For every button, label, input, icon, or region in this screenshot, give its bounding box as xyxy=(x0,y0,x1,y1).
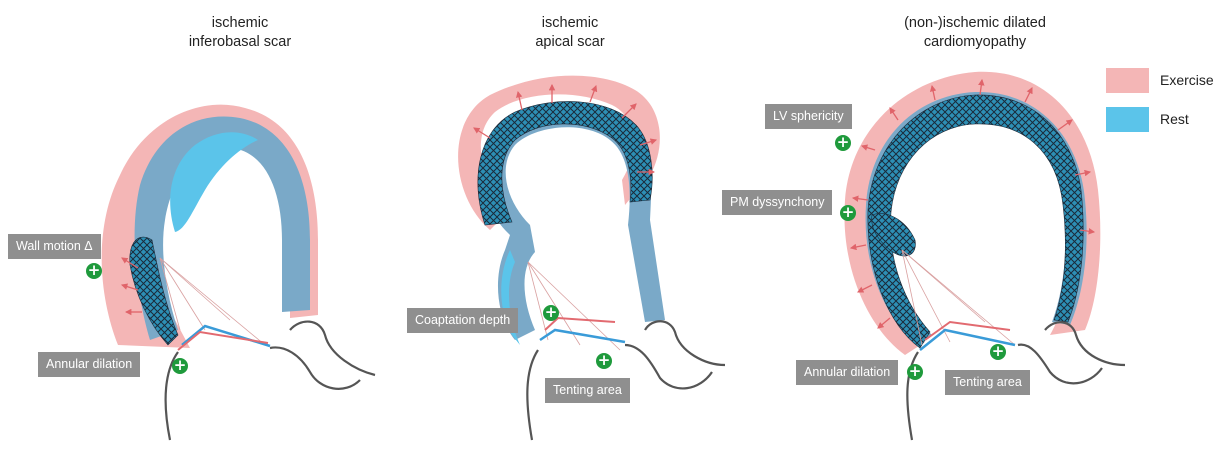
label-lv-sphericity: LV sphericity xyxy=(765,104,852,129)
legend-label-rest: Rest xyxy=(1160,111,1189,127)
plus-icon: + xyxy=(835,135,851,151)
label-annular-dilation-1: Annular dilation xyxy=(38,352,140,377)
plus-icon: + xyxy=(86,263,102,279)
label-pm-dyssynchony: PM dyssynchony xyxy=(722,190,832,215)
plus-icon: + xyxy=(840,205,856,221)
legend-swatch-rest xyxy=(1106,107,1149,132)
leaflet-exercise xyxy=(178,332,268,350)
panel-1-title: ischemic inferobasal scar xyxy=(140,14,340,52)
panel-2-title-line2: apical scar xyxy=(480,33,660,52)
legend-swatch-exercise xyxy=(1106,68,1149,93)
plus-icon: + xyxy=(990,344,1006,360)
panel-3-title-line1: (non-)ischemic dilated xyxy=(855,14,1095,33)
label-tenting-area-3: Tenting area xyxy=(945,370,1030,395)
label-tenting-area-2: Tenting area xyxy=(545,378,630,403)
label-wall-motion: Wall motion Δ xyxy=(8,234,101,259)
panel-3-title-line2: cardiomyopathy xyxy=(855,33,1095,52)
plus-icon: + xyxy=(596,353,612,369)
panel-1-title-line1: ischemic xyxy=(140,14,340,33)
annulus-outline-right xyxy=(625,321,725,388)
chordae xyxy=(902,250,1015,345)
label-annular-dilation-3: Annular dilation xyxy=(796,360,898,385)
annulus-outline-right xyxy=(270,322,375,389)
plus-icon: + xyxy=(907,364,923,380)
legend-label-exercise: Exercise xyxy=(1160,72,1214,88)
chordae xyxy=(528,262,620,350)
panel-3-title: (non-)ischemic dilated cardiomyopathy xyxy=(855,14,1095,52)
plus-icon: + xyxy=(543,305,559,321)
plus-icon: + xyxy=(172,358,188,374)
panel-2-title: ischemic apical scar xyxy=(480,14,660,52)
panel-inferobasal-scar xyxy=(102,105,375,440)
panel-1-title-line2: inferobasal scar xyxy=(140,33,340,52)
annulus-outline-left xyxy=(527,350,538,440)
panel-2-title-line1: ischemic xyxy=(480,14,660,33)
leaflet-rest xyxy=(540,330,625,342)
label-coaptation-depth: Coaptation depth xyxy=(407,308,518,333)
